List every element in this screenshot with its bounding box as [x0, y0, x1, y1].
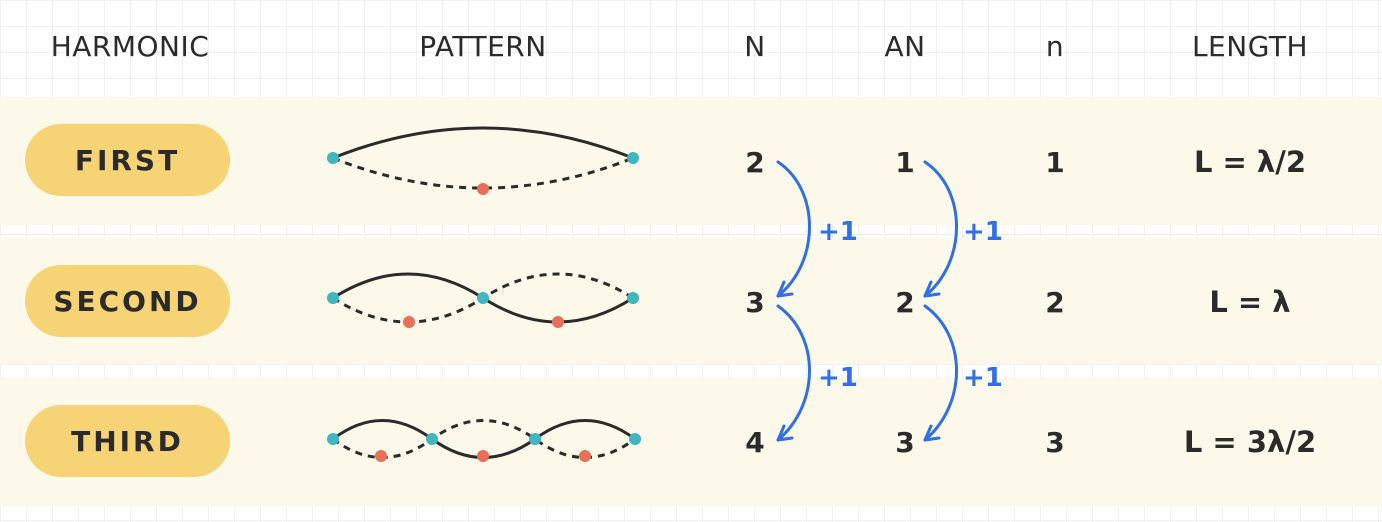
increment-arrow	[776, 160, 811, 298]
node-dot	[327, 433, 339, 445]
pattern-second	[327, 272, 639, 328]
pattern-first	[327, 126, 639, 195]
header-harmonic-number: n	[1045, 30, 1065, 63]
antinode-dot	[579, 450, 591, 462]
nodes-value: 3	[745, 286, 765, 319]
increment-label: +1	[818, 217, 858, 247]
increment-arrow	[923, 304, 958, 442]
antinode-dot	[552, 316, 564, 328]
node-dot	[529, 433, 541, 445]
header-antinodes: AN	[884, 30, 926, 63]
harmonic-number-value: 3	[1045, 426, 1065, 459]
header-harmonic: HARMONIC	[50, 30, 210, 63]
string-dashed	[332, 156, 634, 190]
node-dot	[627, 292, 639, 304]
nodes-value: 2	[745, 146, 765, 179]
antinode-dot	[375, 450, 387, 462]
arrowhead	[776, 280, 794, 298]
increment-label: +1	[963, 217, 1003, 247]
node-dot	[327, 292, 339, 304]
length-formula: L = λ	[1209, 285, 1291, 319]
antinodes-value: 1	[895, 146, 915, 179]
increment-arrow	[776, 304, 811, 442]
pattern-third	[327, 419, 641, 462]
harmonic-number-value: 2	[1045, 286, 1065, 319]
antinode-dot	[477, 450, 489, 462]
node-dot	[426, 433, 438, 445]
row-band-first	[0, 97, 1382, 225]
row-band-second	[0, 238, 1382, 364]
antinode-dot	[403, 316, 415, 328]
header-length: LENGTH	[1191, 30, 1309, 63]
node-dot	[477, 292, 489, 304]
antinodes-value: 3	[895, 426, 915, 459]
harmonic-label-third: THIRD	[25, 405, 230, 477]
harmonic-label-second: SECOND	[25, 265, 230, 337]
antinodes-value: 2	[895, 286, 915, 319]
node-dot	[327, 152, 339, 164]
arrowhead	[923, 424, 941, 442]
harmonic-label-first: FIRST	[25, 124, 230, 196]
antinode-dot	[477, 183, 489, 195]
row-band-third	[0, 378, 1382, 506]
node-dot	[627, 152, 639, 164]
increment-label: +1	[963, 363, 1003, 393]
header-pattern: PATTERN	[419, 30, 547, 63]
increment-label: +1	[818, 363, 858, 393]
arrowhead	[923, 280, 941, 298]
length-formula: L = λ/2	[1193, 145, 1307, 179]
node-dot	[629, 433, 641, 445]
increment-arrow	[923, 160, 958, 298]
arrowhead	[776, 424, 794, 442]
length-formula: L = 3λ/2	[1183, 425, 1317, 459]
string-solid	[332, 126, 634, 160]
harmonic-number-value: 1	[1045, 146, 1065, 179]
header-nodes: N	[744, 30, 766, 63]
nodes-value: 4	[745, 426, 765, 459]
